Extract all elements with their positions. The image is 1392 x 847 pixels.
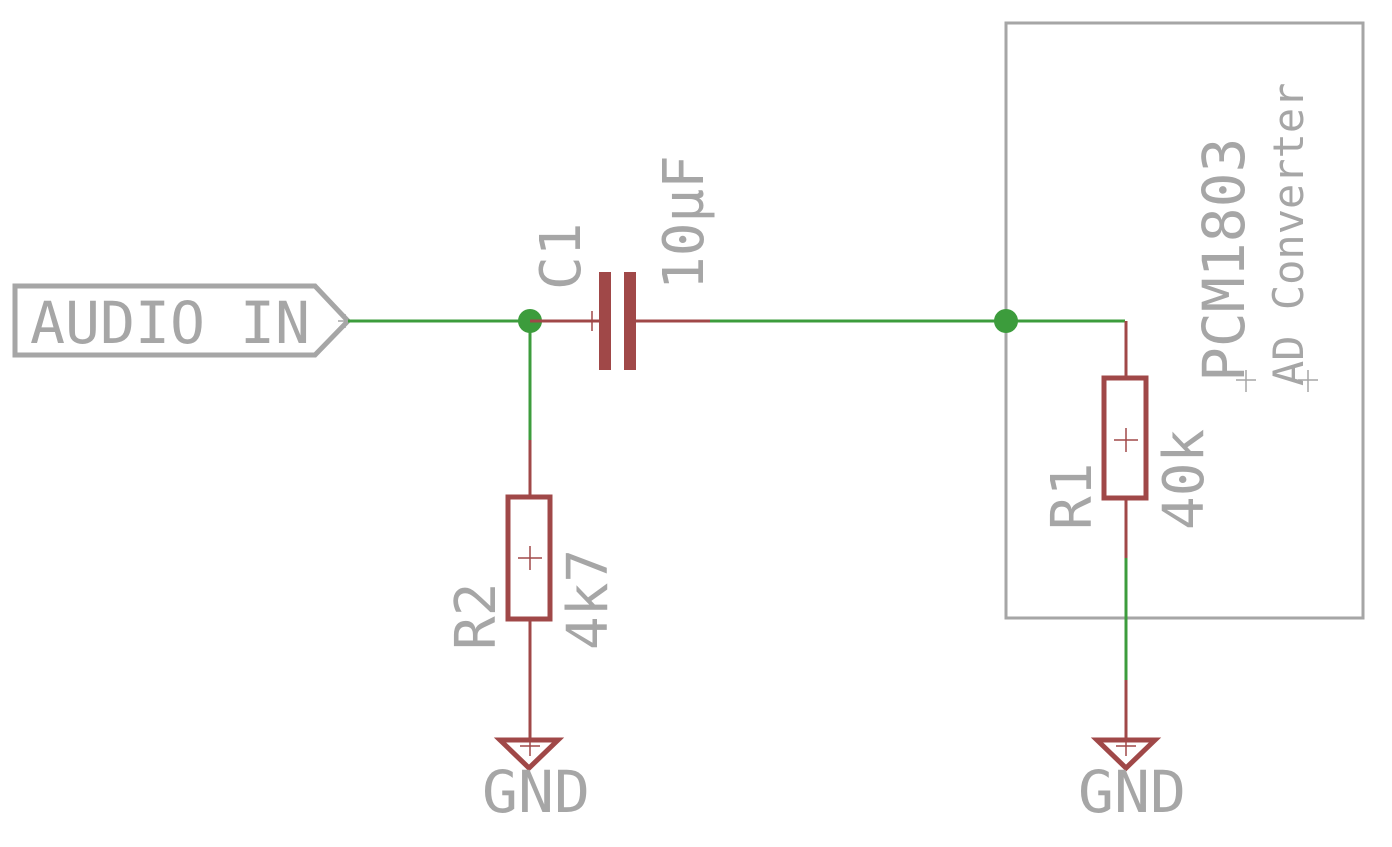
resistor-r1[interactable] — [1101, 321, 1149, 558]
chip-name-label: PCM1803 — [1190, 138, 1258, 382]
chip-origin-cross-1 — [1236, 370, 1256, 392]
gnd-symbol-left — [493, 736, 565, 772]
r2-ref-label: R2 — [444, 583, 509, 650]
r1-value-label: 40k — [1152, 429, 1217, 530]
gnd-label-left: GND — [482, 758, 590, 826]
junction-dot-right — [994, 309, 1018, 333]
capacitor-c1[interactable] — [530, 272, 710, 370]
gnd-label-right: GND — [1078, 758, 1186, 826]
c1-ref-label: C1 — [529, 223, 594, 290]
wire-net — [348, 319, 1128, 680]
audio-in-label: AUDIO_IN — [30, 289, 310, 357]
audio-in-port[interactable] — [12, 283, 352, 358]
chip-description-label: AD Converter — [1264, 83, 1313, 386]
chip-origin-cross-2 — [1298, 370, 1318, 392]
r1-ref-label: R1 — [1040, 463, 1105, 530]
c1-value-label: 10µF — [652, 155, 717, 290]
r2-value-label: 4k7 — [556, 549, 621, 650]
gnd-symbol-right — [1090, 680, 1162, 772]
resistor-r2[interactable] — [505, 440, 553, 738]
